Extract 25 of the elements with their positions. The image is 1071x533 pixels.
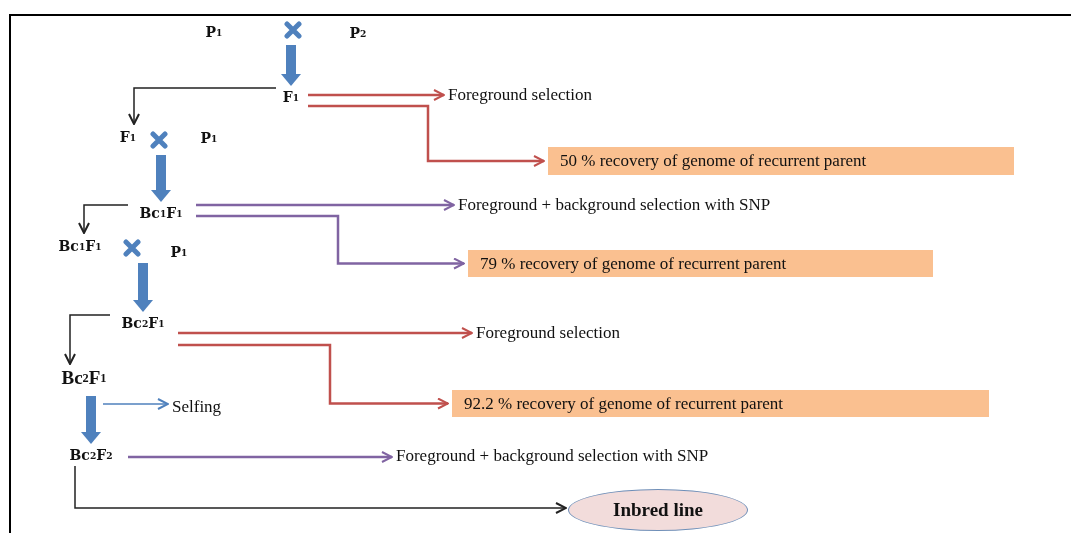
selection-label: Foreground + background selection with SNP [396, 445, 866, 467]
arrow [74, 465, 567, 514]
arrow [196, 214, 465, 270]
arrow [178, 343, 449, 410]
arrow [64, 314, 111, 365]
selection-label: Foreground + background selection with SNP [458, 194, 928, 216]
block-arrow [133, 263, 153, 312]
arrow [178, 327, 473, 339]
arrow [128, 87, 277, 125]
arrow [102, 398, 169, 410]
selection-label: Foreground selection [448, 84, 678, 106]
result-box: 79 % recovery of genome of recurrent parent [468, 250, 933, 277]
selection-label: Foreground selection [476, 322, 706, 344]
result-box: 50 % recovery of genome of recurrent parent [548, 147, 1014, 175]
arrow [78, 204, 129, 234]
block-arrow [151, 155, 171, 202]
block-arrow [81, 396, 101, 444]
arrow [196, 199, 455, 211]
arrow [308, 89, 445, 101]
arrow [128, 451, 393, 463]
selfing-label: Selfing [172, 395, 256, 419]
arrow [308, 104, 545, 167]
result-box: 92.2 % recovery of genome of recurrent parent [452, 390, 989, 417]
block-arrow [281, 45, 301, 86]
inbred-line-oval: Inbred line [568, 489, 748, 531]
